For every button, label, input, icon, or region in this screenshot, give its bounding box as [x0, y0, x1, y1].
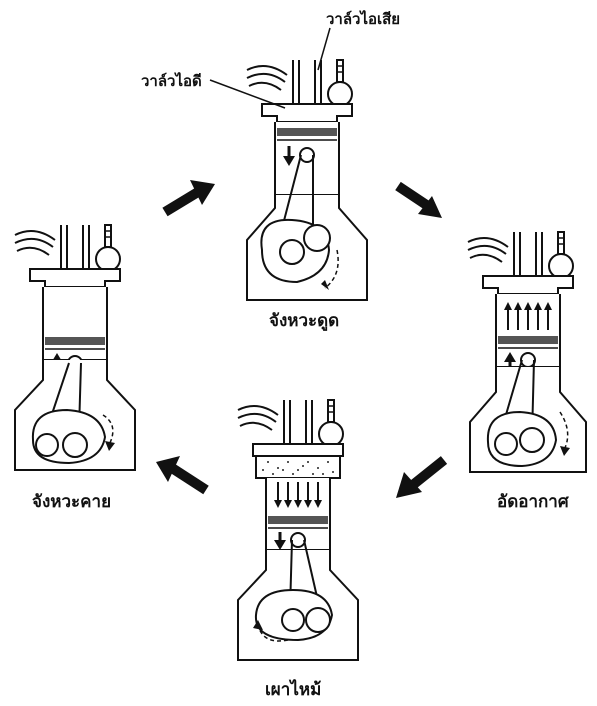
exhaust-engine	[15, 225, 135, 470]
arrow-exhaust-to-intake	[165, 180, 215, 212]
intake-engine	[247, 60, 367, 300]
power-engine	[238, 400, 358, 660]
power-stroke-label: เผาไหม้	[265, 676, 321, 703]
arrow-power-to-exhaust	[156, 456, 206, 490]
arrow-compression-to-power	[396, 460, 444, 498]
exhaust-valve-label: วาล์วไอเสีย	[326, 7, 400, 31]
compression-stroke-label: อัดอากาศ	[497, 488, 569, 515]
arrow-intake-to-compression	[398, 186, 442, 218]
intake-valve-leader	[210, 80, 285, 108]
exhaust-valve-leader	[318, 28, 330, 70]
compression-engine	[468, 232, 586, 472]
intake-stroke-label: จังหวะดูด	[269, 307, 339, 334]
intake-valve-label: วาล์วไอดี	[141, 69, 202, 93]
exhaust-stroke-label: จังหวะคาย	[32, 488, 111, 515]
